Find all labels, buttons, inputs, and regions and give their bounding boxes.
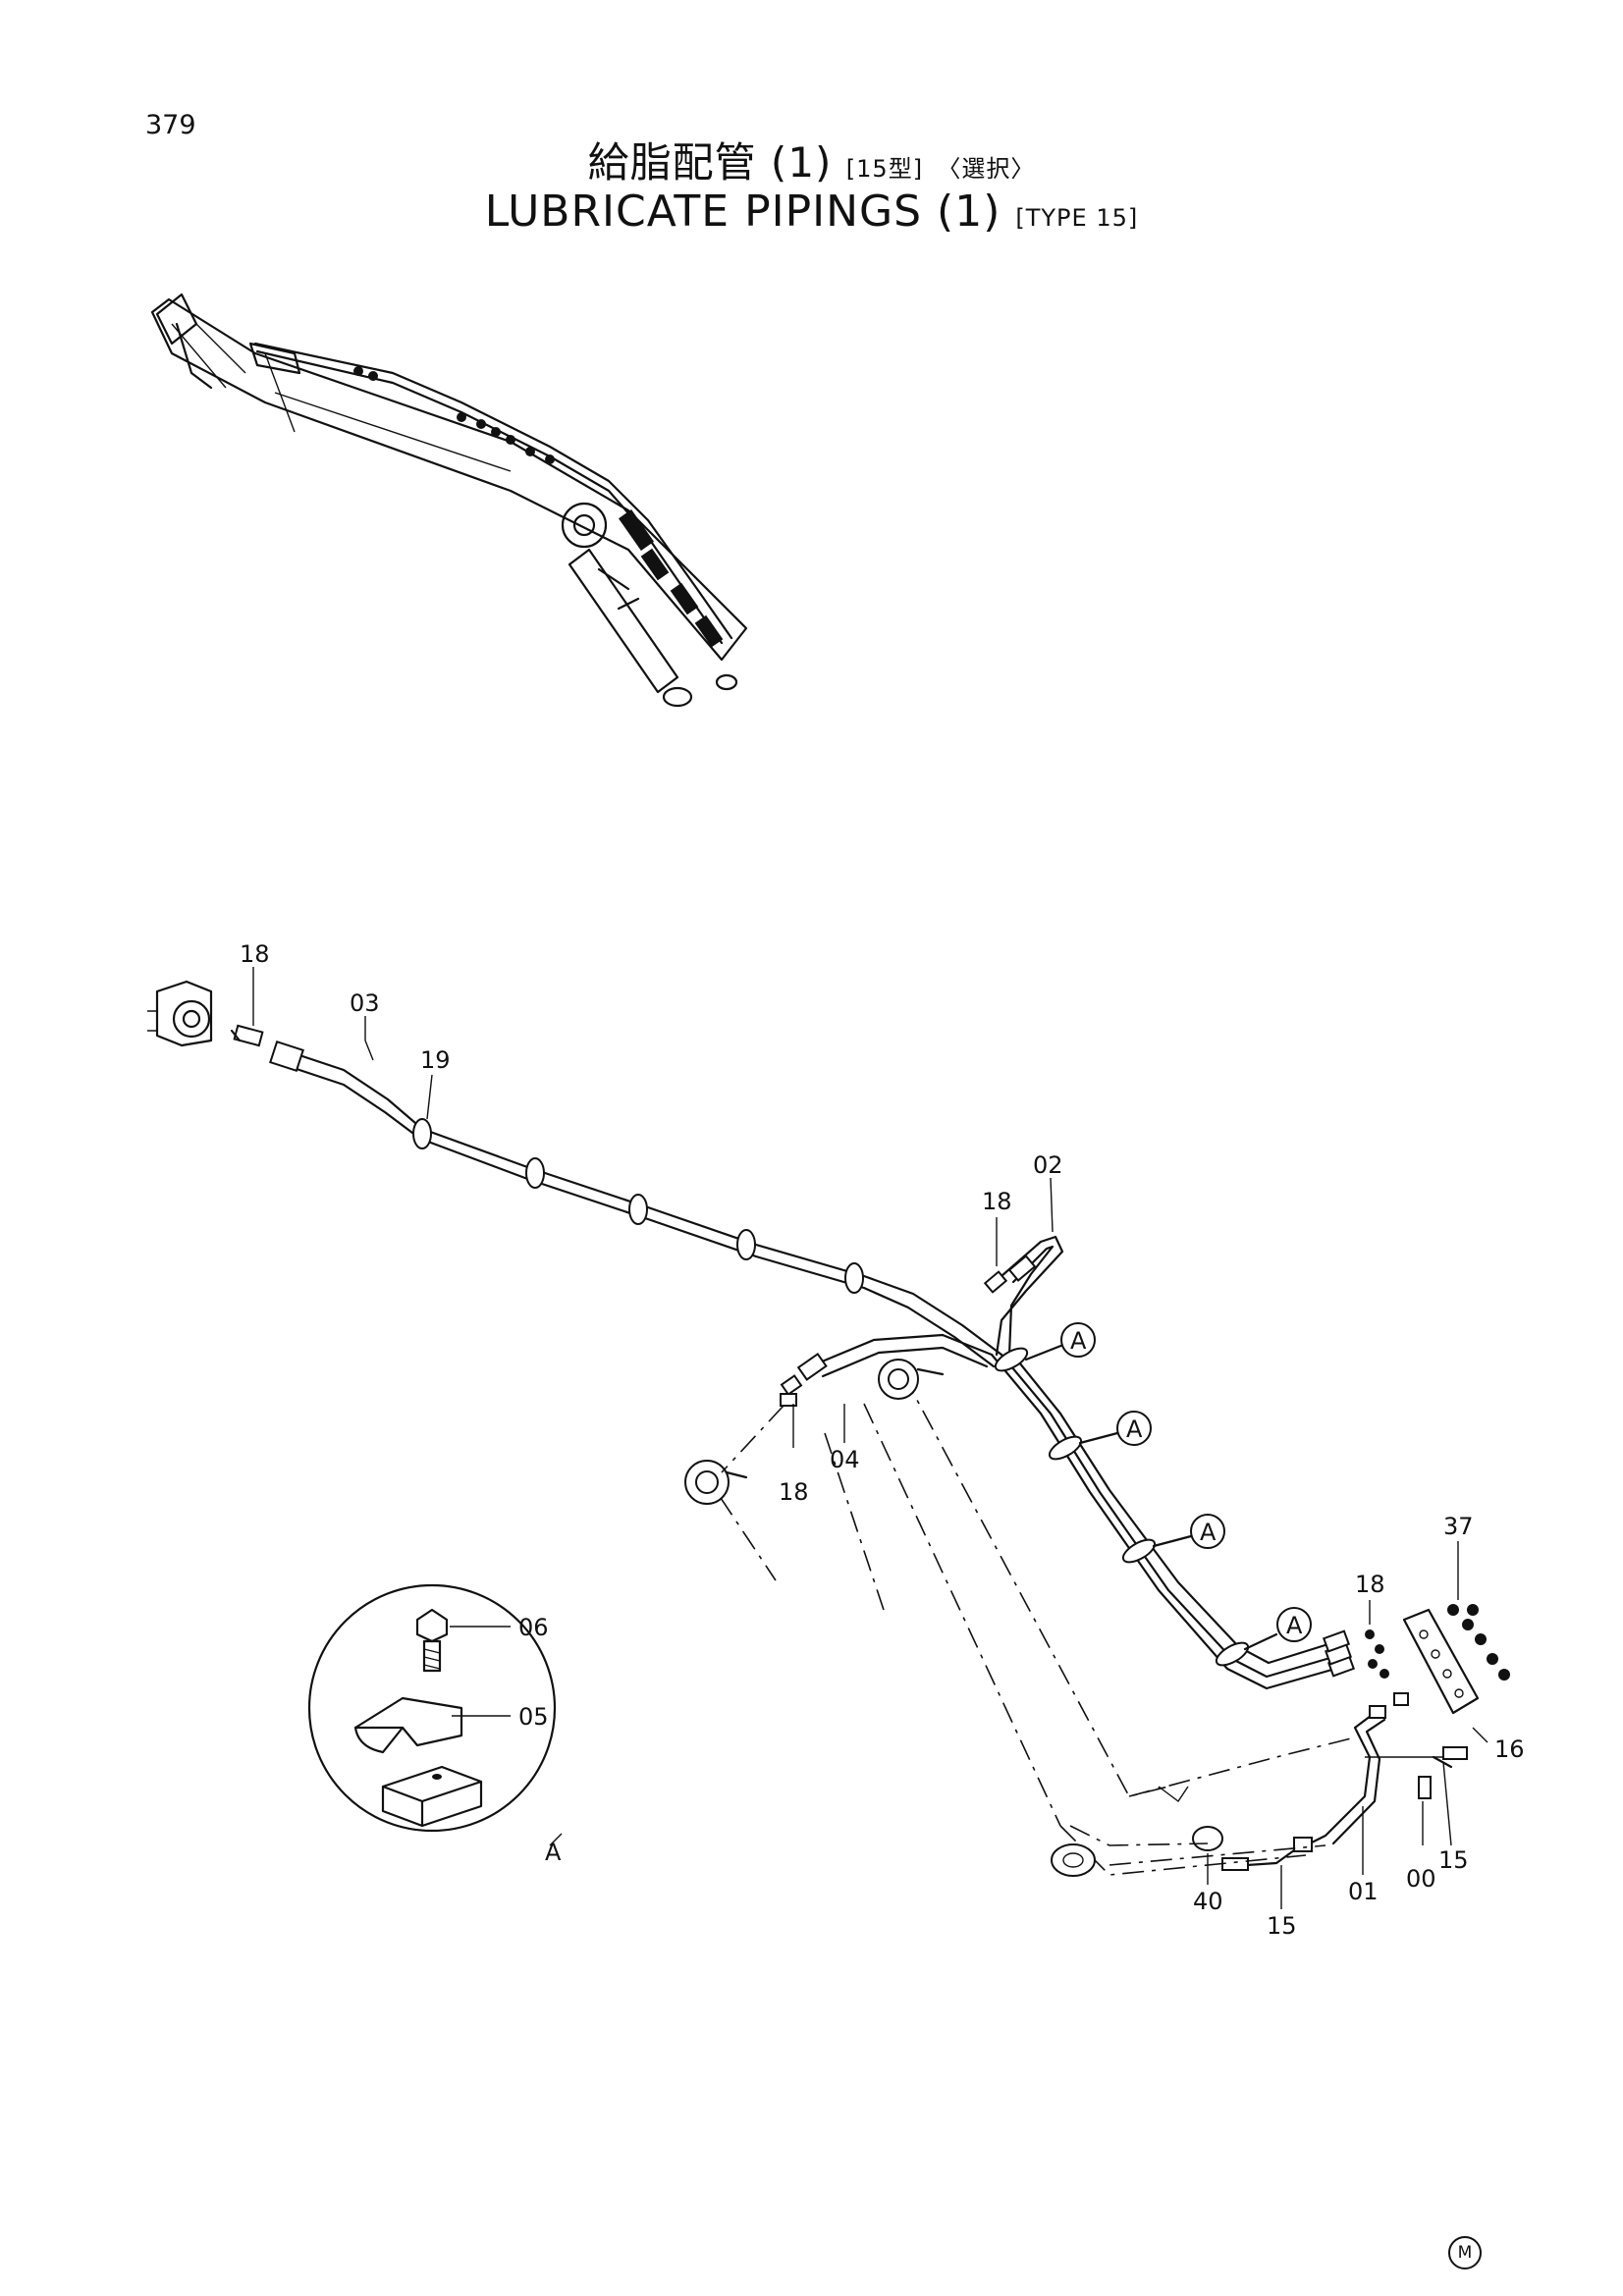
page-number: 379 (145, 110, 196, 140)
label-06: 06 (518, 1614, 549, 1641)
label-15-lower: 15 (1267, 1912, 1297, 1940)
callout-a-2: A (1126, 1415, 1143, 1443)
label-03: 03 (350, 989, 380, 1017)
label-18-lower: 18 (779, 1478, 809, 1506)
label-15-right: 15 (1438, 1846, 1469, 1874)
grease-nipple-18-left (230, 1024, 264, 1047)
arm-outline-dashed (696, 1373, 1356, 1876)
label-18-upper: 18 (982, 1188, 1012, 1215)
part-labels: 18 03 19 02 18 04 18 06 05 A 37 18 16 15… (240, 940, 1525, 1940)
grease-manifold-block (1402, 1604, 1510, 1715)
label-16: 16 (1494, 1735, 1525, 1763)
label-detail-a: A (545, 1839, 562, 1866)
detail-view-a (307, 1583, 563, 1846)
callout-a-1: A (1070, 1327, 1087, 1355)
callout-a-3: A (1200, 1519, 1217, 1546)
label-05: 05 (518, 1703, 549, 1731)
main-piping-drawing: A A A A (147, 980, 1510, 1877)
pipe-clamps (412, 1118, 864, 1294)
label-04: 04 (830, 1446, 860, 1473)
label-40: 40 (1193, 1888, 1223, 1915)
label-00: 00 (1406, 1865, 1436, 1893)
title-japanese: 給脂配管 (1) [15型] 〈選択〉 (0, 130, 1623, 189)
title-jp-option: 〈選択〉 (937, 155, 1036, 183)
label-37: 37 (1443, 1513, 1474, 1540)
label-19: 19 (420, 1046, 451, 1074)
clamp-callouts: A A A A (1024, 1322, 1312, 1651)
leader-lines (252, 967, 1488, 1909)
boom-foot-bracket (147, 980, 213, 1047)
title-jp-type: [15型] (845, 155, 924, 183)
label-18-left: 18 (240, 940, 270, 968)
bundle-clamps (994, 1347, 1250, 1667)
overview-boom-drawing (150, 293, 748, 708)
label-18-manifold: 18 (1355, 1571, 1385, 1598)
title-en-type: [TYPE 15] (1015, 204, 1139, 232)
title-en-main: LUBRICATE PIPINGS (1) (484, 187, 1001, 237)
title-jp-main: 給脂配管 (1) (587, 138, 833, 187)
footer-mark: M (1448, 2236, 1482, 2269)
title-english: LUBRICATE PIPINGS (1) [TYPE 15] (0, 187, 1623, 237)
label-01: 01 (1348, 1878, 1379, 1905)
callout-a-4: A (1286, 1612, 1303, 1639)
label-02: 02 (1033, 1151, 1063, 1179)
